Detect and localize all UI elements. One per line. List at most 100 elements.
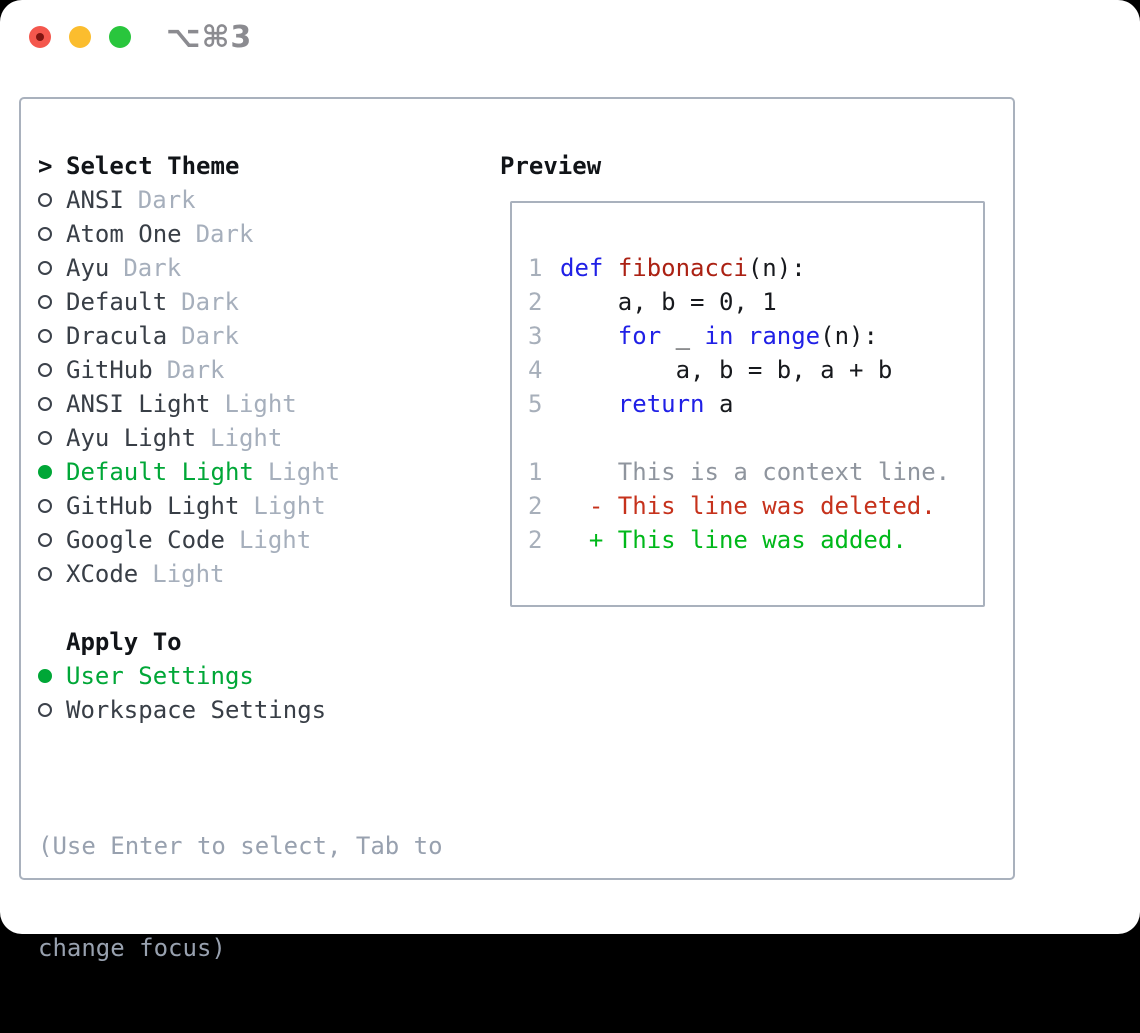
- theme-option-github[interactable]: GitHub Dark: [38, 353, 340, 387]
- line-number: 2: [528, 288, 560, 316]
- theme-variant-label: Light: [239, 526, 311, 554]
- option-label: XCode: [66, 560, 138, 588]
- theme-option-dracula[interactable]: Dracula Dark: [38, 319, 340, 353]
- theme-variant-label: Dark: [181, 322, 239, 350]
- code-token-plain: [603, 254, 617, 282]
- theme-variant-label: Light: [225, 390, 297, 418]
- radio-unselected-icon: [38, 703, 66, 717]
- code-token-plain: a, b = b, a + b: [560, 356, 892, 384]
- radio-unselected-icon: [38, 329, 66, 343]
- code-token-keyword: for: [618, 322, 661, 350]
- radio-unselected-icon: [38, 261, 66, 275]
- radio-unselected-icon: [38, 397, 66, 411]
- code-line: 5 return a: [528, 387, 971, 421]
- preview-title: Preview: [500, 149, 601, 183]
- theme-option-xcode[interactable]: XCode Light: [38, 557, 340, 591]
- apply-option-user-settings[interactable]: User Settings: [38, 659, 326, 693]
- radio-unselected-icon: [38, 363, 66, 377]
- option-label: Workspace Settings: [66, 696, 326, 724]
- option-label: GitHub Light: [66, 492, 239, 520]
- code-line: 1 This is a context line.: [528, 455, 971, 489]
- option-label: GitHub: [66, 356, 153, 384]
- radio-unselected-icon: [38, 499, 66, 513]
- option-label: Ayu: [66, 254, 109, 282]
- select-theme-header-row: > Select Theme: [38, 149, 340, 183]
- theme-variant-label: Dark: [167, 356, 225, 384]
- theme-option-google-code[interactable]: Google Code Light: [38, 523, 340, 557]
- code-token-plain: (n):: [820, 322, 878, 350]
- radio-unselected-icon: [38, 533, 66, 547]
- unsaved-changes-dot-icon: [36, 33, 44, 41]
- theme-option-ayu-light[interactable]: Ayu Light Light: [38, 421, 340, 455]
- option-label: Default Light: [66, 458, 254, 486]
- code-token-plain: (n):: [748, 254, 806, 282]
- code-token-keyword: def: [560, 254, 603, 282]
- code-token-plain: [733, 322, 747, 350]
- option-label: ANSI Light: [66, 390, 211, 418]
- hint-line-1: (Use Enter to select, Tab to: [38, 829, 443, 863]
- close-button[interactable]: [29, 26, 51, 48]
- code-line: 2 + This line was added.: [528, 523, 971, 557]
- theme-variant-label: Dark: [181, 288, 239, 316]
- titlebar: ⌥⌘3: [0, 0, 1140, 75]
- code-token-plain: a, b = 0, 1: [560, 288, 777, 316]
- code-token-plain: _: [661, 322, 704, 350]
- code-line: 3 for _ in range(n):: [528, 319, 971, 353]
- radio-unselected-icon: [38, 431, 66, 445]
- theme-option-ayu[interactable]: Ayu Dark: [38, 251, 340, 285]
- zoom-button[interactable]: [109, 26, 131, 48]
- hint-line-2: change focus): [38, 931, 443, 965]
- option-label: Default: [66, 288, 167, 316]
- option-label: User Settings: [66, 662, 254, 690]
- theme-option-default-light[interactable]: Default Light Light: [38, 455, 340, 489]
- code-line: 2 - This line was deleted.: [528, 489, 971, 523]
- code-token-context: This is a context line.: [560, 458, 950, 486]
- option-label: Dracula: [66, 322, 167, 350]
- line-number: 1: [528, 254, 560, 282]
- window-title: ⌥⌘3: [166, 20, 252, 55]
- radio-unselected-icon: [38, 193, 66, 207]
- theme-option-atom-one[interactable]: Atom One Dark: [38, 217, 340, 251]
- option-label: Google Code: [66, 526, 225, 554]
- theme-option-default[interactable]: Default Dark: [38, 285, 340, 319]
- code-line: 4 a, b = b, a + b: [528, 353, 971, 387]
- code-token-added: + This line was added.: [560, 526, 907, 554]
- radio-unselected-icon: [38, 567, 66, 581]
- cursor-icon: >: [38, 152, 66, 180]
- line-number: 4: [528, 356, 560, 384]
- code-token-deleted: - This line was deleted.: [560, 492, 936, 520]
- code-line: 2 a, b = 0, 1: [528, 285, 971, 319]
- option-label: Ayu Light: [66, 424, 196, 452]
- code-line: [528, 421, 971, 455]
- line-number: 1: [528, 458, 560, 486]
- code-token-plain: a: [705, 390, 734, 418]
- line-number: 2: [528, 492, 560, 520]
- radio-unselected-icon: [38, 227, 66, 241]
- theme-variant-label: Light: [268, 458, 340, 486]
- code-token-plain: [560, 322, 618, 350]
- theme-variant-label: Dark: [123, 254, 181, 282]
- minimize-button[interactable]: [69, 26, 91, 48]
- line-number: 5: [528, 390, 560, 418]
- code-token-plain: [560, 390, 618, 418]
- select-theme-header: Select Theme: [66, 152, 239, 180]
- apply-to-header: Apply To: [66, 628, 182, 656]
- line-number: 3: [528, 322, 560, 350]
- theme-option-ansi-light[interactable]: ANSI Light Light: [38, 387, 340, 421]
- theme-variant-label: Light: [210, 424, 282, 452]
- option-label: Atom One: [66, 220, 182, 248]
- line-number: 2: [528, 526, 560, 554]
- keyboard-hint: (Use Enter to select, Tab to change focu…: [38, 761, 443, 1033]
- apply-option-workspace-settings[interactable]: Workspace Settings: [38, 693, 326, 727]
- apply-to-header-row: Apply To: [38, 625, 326, 659]
- radio-unselected-icon: [38, 295, 66, 309]
- theme-variant-label: Light: [152, 560, 224, 588]
- theme-variant-label: Dark: [196, 220, 254, 248]
